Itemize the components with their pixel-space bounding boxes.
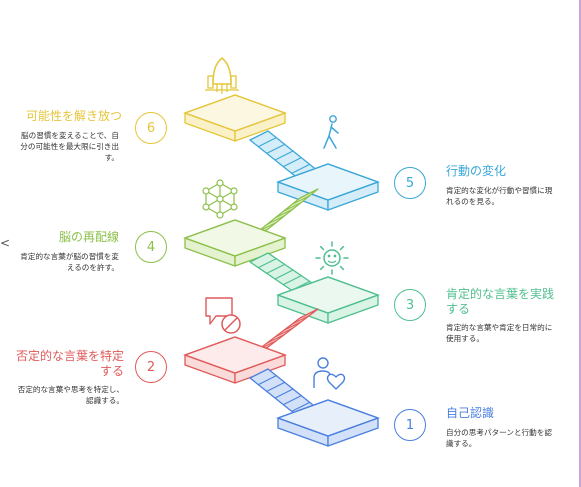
step-6-title: 可能性を解き放つ (25, 109, 122, 123)
flight-2-step-line (274, 327, 294, 338)
rocket-icon (205, 57, 239, 94)
flight-5-step-line (283, 157, 302, 168)
step-2-badge: 2 (135, 351, 167, 383)
step-1-number: 1 (405, 417, 415, 433)
landing-4-top-tint (183, 219, 287, 257)
landing-6-top-tint (183, 94, 287, 132)
flight-3-step-line (274, 269, 294, 280)
flight-2-step-line (291, 314, 310, 325)
step-1-title: 自己認識 (446, 406, 495, 420)
flight-5-step-line (266, 143, 285, 154)
flight-2-step-line (283, 321, 302, 332)
person-heart-icon (313, 357, 346, 390)
flight-3-step-line (258, 258, 277, 269)
flight-5-step-line (258, 137, 277, 148)
flight-4-step-line (283, 201, 302, 212)
step-5-number: 5 (405, 175, 415, 191)
flight-1-step-line (258, 375, 277, 386)
flight-4-step-line (274, 208, 294, 219)
flight-4-step-line (266, 215, 285, 226)
step-2-title: 否定的な言葉を特定する (15, 349, 124, 378)
flight-3-step-line (266, 263, 285, 274)
step-4-title: 脳の再配線 (58, 230, 119, 244)
landing-2-top-tint (183, 336, 287, 374)
step-6-badge: 6 (135, 112, 167, 144)
edge-accent-line (579, 0, 581, 487)
step-2-number: 2 (146, 359, 156, 375)
step-2-description: 否定的な言葉や思考を特定し、認識する。 (17, 385, 124, 405)
walking-person-icon (323, 115, 339, 149)
landing-3-top-tint (276, 276, 380, 314)
flight-1-step-line (266, 381, 285, 392)
flight-2-step-line (266, 333, 285, 344)
step-5-description: 肯定的な変化が行動や習慣に現れるのを見る。 (446, 186, 553, 206)
no-speech-icon (205, 297, 241, 334)
step-6-number: 6 (146, 120, 156, 136)
step-4-number: 4 (146, 239, 156, 255)
flight-4-step-line (291, 195, 310, 206)
sun-icon (315, 241, 349, 275)
step-5-title: 行動の変化 (446, 164, 507, 178)
step-3-number: 3 (405, 297, 415, 313)
landing-1-top-tint (276, 399, 380, 437)
step-3-title: 肯定的な言葉を実践する (446, 287, 555, 316)
flight-3-step-line (283, 275, 302, 286)
step-3-badge: 3 (394, 289, 426, 321)
flight-5-step-line (274, 150, 294, 161)
step-4-badge: 4 (135, 231, 167, 263)
step-5-badge: 5 (394, 167, 426, 199)
edge-mark: < (0, 236, 11, 250)
flight-5-step-line (291, 163, 310, 174)
step-3-description: 肯定的な言葉や肯定を日常的に使用する。 (446, 323, 553, 343)
step-4-description: 肯定的な言葉が脳の習慣を変えるのを許す。 (20, 252, 119, 272)
step-6-description: 脳の習慣を変えることで、自分の可能性を最大限に引き出す。 (20, 131, 119, 162)
flight-1-step-line (291, 401, 310, 412)
neural-network-icon (202, 179, 238, 219)
flight-1-step-line (274, 388, 294, 399)
step-1-description: 自分の思考パターンと行動を認識する。 (446, 428, 552, 448)
step-1-badge: 1 (394, 409, 426, 441)
flight-1-step-line (283, 395, 302, 406)
